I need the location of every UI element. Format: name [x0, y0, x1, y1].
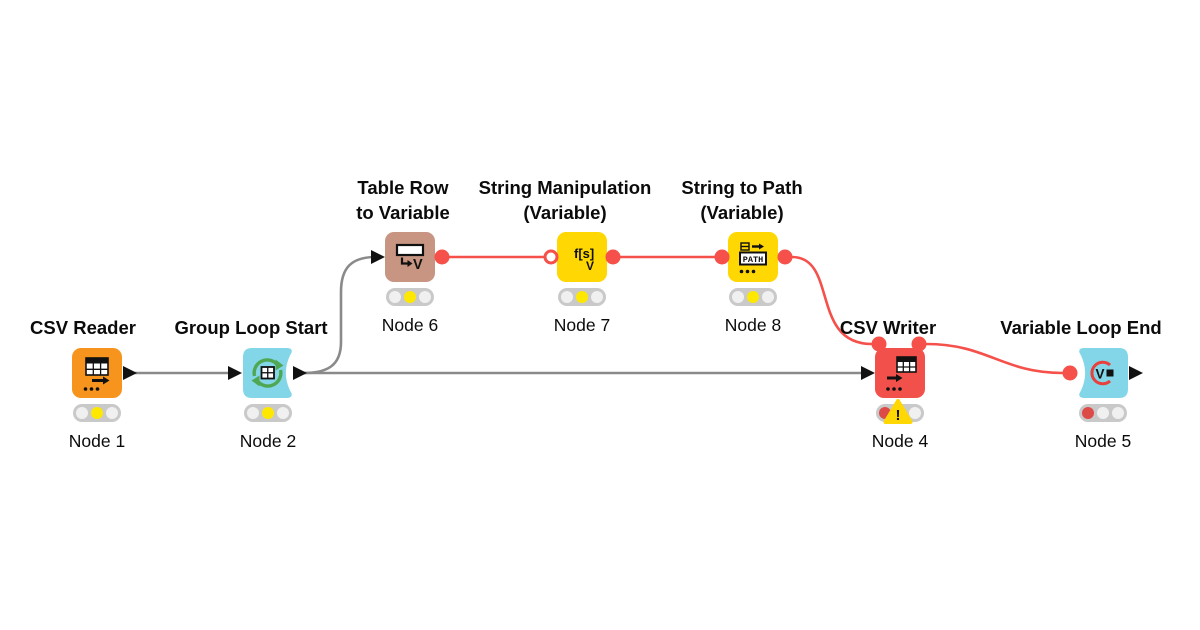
status-bulb-off — [561, 291, 573, 303]
status-bulb-yellow — [404, 291, 416, 303]
svg-text:!: ! — [896, 407, 901, 424]
svg-text:V: V — [586, 259, 594, 273]
node-csv-writer[interactable] — [875, 348, 925, 398]
port-var-in-node4[interactable] — [871, 336, 887, 352]
wire-node4-node5[interactable] — [925, 342, 1064, 375]
port-out-node2[interactable] — [293, 366, 307, 380]
traffic-light-node7 — [558, 288, 606, 306]
variable-loop-end-icon: V — [1090, 360, 1114, 386]
node-label-node7[interactable]: Node 7 — [553, 315, 611, 335]
node-label-node5[interactable]: Node 5 — [1074, 431, 1132, 451]
table-row-to-variable-icon: V — [395, 243, 425, 273]
port-out-node8[interactable] — [777, 249, 793, 265]
port-var-out-node4[interactable] — [911, 336, 927, 352]
node-string-manipulation-variable[interactable]: f[s] V — [557, 232, 607, 282]
node-string-to-path-variable[interactable]: PATH — [728, 232, 778, 282]
node-title-group-loop-start[interactable]: Group Loop Start — [174, 317, 328, 338]
status-bulb-off — [732, 291, 744, 303]
status-bulb-yellow — [747, 291, 759, 303]
node-title-table-row-to-variable[interactable]: Table Row to Variable — [356, 177, 450, 223]
node-string-manipulation-variable-body[interactable] — [557, 232, 607, 282]
svg-text:V: V — [1096, 367, 1105, 382]
port-in-node2[interactable] — [228, 366, 242, 380]
status-bulb-off — [76, 407, 88, 419]
wire-node8-node4[interactable] — [791, 255, 873, 346]
node-label-node1[interactable]: Node 1 — [68, 431, 126, 451]
traffic-light-node1 — [73, 404, 121, 422]
traffic-light-node8 — [729, 288, 777, 306]
node-csv-reader[interactable] — [72, 348, 122, 398]
traffic-light-node5 — [1079, 404, 1127, 422]
port-out-node5[interactable] — [1129, 366, 1143, 380]
csv-writer-icon — [886, 356, 917, 391]
status-bulb-red — [1082, 407, 1094, 419]
status-bulb-off — [591, 291, 603, 303]
node-variable-loop-end[interactable]: V — [1078, 348, 1128, 398]
string-manipulation-icon: f[s] V — [574, 246, 594, 273]
status-bulb-yellow — [576, 291, 588, 303]
port-in-node4[interactable] — [861, 366, 875, 380]
port-out-node6[interactable] — [434, 249, 450, 265]
status-bulb-off — [1097, 407, 1109, 419]
node-label-node2[interactable]: Node 2 — [239, 431, 297, 451]
node-variable-loop-end-body[interactable] — [1078, 348, 1128, 398]
csv-reader-icon — [83, 357, 110, 391]
traffic-light-node2 — [244, 404, 292, 422]
status-bulb-yellow — [262, 407, 274, 419]
port-in-node7[interactable] — [543, 249, 559, 265]
node-label-node4[interactable]: Node 4 — [871, 431, 929, 451]
node-title-csv-writer[interactable]: CSV Writer — [839, 317, 937, 338]
node-title-string-to-path-variable[interactable]: String to Path (Variable) — [681, 177, 803, 223]
string-to-path-icon: PATH — [739, 242, 767, 274]
node-table-row-to-variable[interactable]: V — [385, 232, 435, 282]
port-out-node7[interactable] — [605, 249, 621, 265]
status-bulb-off — [762, 291, 774, 303]
node-title-string-manipulation-variable[interactable]: String Manipulation (Variable) — [478, 177, 652, 223]
port-in-node5[interactable] — [1062, 365, 1078, 381]
port-in-node8[interactable] — [714, 249, 730, 265]
port-out-node1[interactable] — [123, 366, 137, 380]
status-bulb-yellow — [91, 407, 103, 419]
svg-text:f[s]: f[s] — [574, 246, 594, 261]
port-in-node6[interactable] — [371, 250, 385, 264]
status-bulb-off — [909, 407, 921, 419]
status-bulb-off — [419, 291, 431, 303]
node-label-node6[interactable]: Node 6 — [381, 315, 439, 335]
svg-text:PATH: PATH — [743, 255, 763, 265]
traffic-light-node6 — [386, 288, 434, 306]
status-bulb-off — [1112, 407, 1124, 419]
node-label-node8[interactable]: Node 8 — [724, 315, 782, 335]
status-bulb-off — [247, 407, 259, 419]
status-bulb-off — [389, 291, 401, 303]
svg-text:V: V — [413, 257, 423, 273]
status-bulb-off — [106, 407, 118, 419]
warning-icon: ! — [883, 399, 913, 424]
group-loop-start-icon — [251, 358, 284, 388]
status-bulb-off — [277, 407, 289, 419]
node-title-variable-loop-end[interactable]: Variable Loop End — [1000, 317, 1162, 338]
node-table-row-to-variable-body[interactable] — [385, 232, 435, 282]
wire-node2-node6[interactable] — [302, 255, 374, 375]
node-title-csv-reader[interactable]: CSV Reader — [30, 317, 136, 338]
node-group-loop-start[interactable] — [243, 348, 293, 398]
